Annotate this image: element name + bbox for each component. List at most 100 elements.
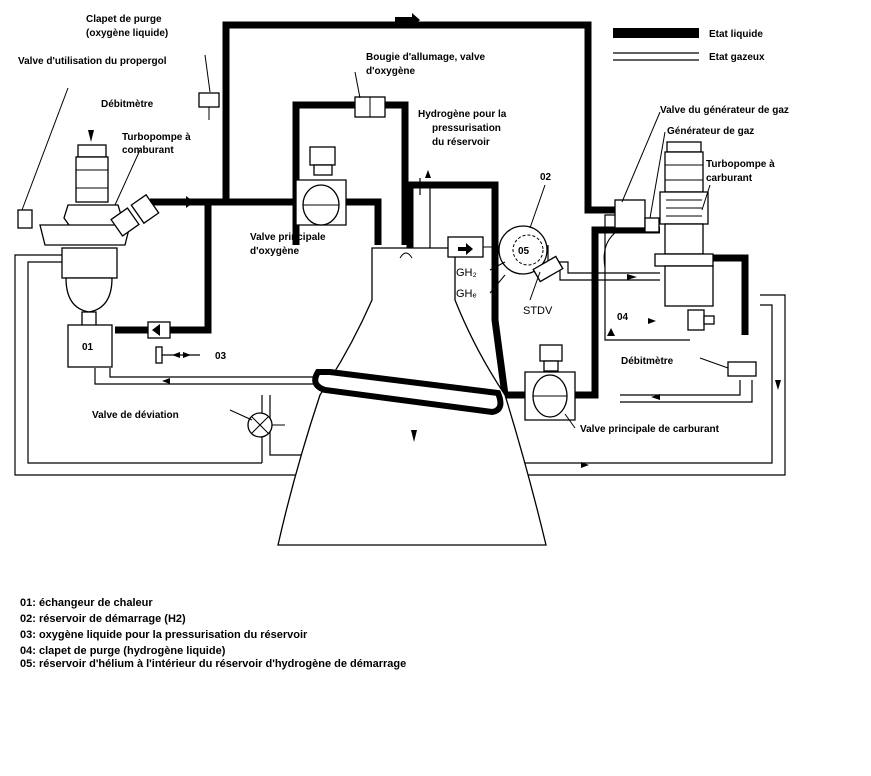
note-03: 03: oxygène liquide pour la pressurisati… <box>20 629 308 641</box>
gas-line-start-tank-2 <box>547 245 660 274</box>
note-05: 05: réservoir d'hélium à l'intérieur du … <box>20 658 407 670</box>
liquid-line-fuel-pump-right <box>710 254 749 335</box>
label-flowmeter-left: Débitmètre <box>101 99 154 110</box>
arrow-04 <box>648 318 656 324</box>
arrow-03-tip <box>183 352 191 358</box>
note-04: 04: clapet de purge (hydrogène liquide) <box>20 645 226 657</box>
liquid-line-top-loop <box>222 21 620 214</box>
liquid-line-fuel-coolant <box>406 181 525 399</box>
stdv-valve <box>532 255 564 283</box>
label-main-fuel-valve: Valve principale de carburant <box>580 424 720 435</box>
liquid-line-oxygen-main <box>150 198 382 245</box>
ox-turbopump-nozzle <box>130 193 160 225</box>
legend-liquid-swatch <box>613 28 699 38</box>
fuel-pump-inducer <box>664 265 714 307</box>
gas-line-inner-right <box>515 304 773 464</box>
label-hydrogen-1: Hydrogène pour la <box>418 109 507 120</box>
labels: Clapet de purge (oxygène liquide) Valve … <box>18 14 789 435</box>
ox-pump-body <box>75 156 109 203</box>
ox-pump-top-cap <box>77 144 107 158</box>
ox-pump-housing <box>39 224 131 246</box>
heat-exchanger-01 <box>67 324 113 368</box>
label-oxidizer-turbopump-2: comburant <box>122 145 174 156</box>
label-gas-generator-valve: Valve du générateur de gaz <box>660 105 789 116</box>
label-fuel-turbopump-1: Turbopompe à <box>706 159 775 170</box>
note-01: 01: échangeur de chaleur <box>20 597 153 609</box>
label-fuel-turbopump-2: carburant <box>706 173 753 184</box>
label-igniter-1: Bougie d'allumage, valve <box>366 52 486 63</box>
propellant-utilisation-valve <box>17 209 33 229</box>
combustion-chamber <box>277 247 547 546</box>
arrow-h2-up <box>425 170 431 178</box>
arrow-fuel-up <box>592 288 598 300</box>
fuel-flowmeter <box>727 361 757 377</box>
ox-pump-bowl <box>65 277 113 313</box>
label-hydrogen-2: pressurisation <box>432 123 501 134</box>
liquid-line-igniter-right <box>385 101 409 245</box>
gas-lines <box>14 178 786 476</box>
oxidizer-turbopump <box>17 144 160 327</box>
label-flowmeter-right: Débitmètre <box>621 356 674 367</box>
arrow-purge-up <box>607 328 615 336</box>
label-main-oxygen-valve-1: Valve principale <box>250 232 326 243</box>
label-04: 04 <box>617 312 629 323</box>
gas-line-return-2 <box>620 380 753 403</box>
ox-pump-outlet <box>81 311 97 327</box>
arrow-debitmetre <box>88 130 94 142</box>
fuel-pump-housing <box>654 253 714 267</box>
gas-line-exchanger-out <box>94 368 320 385</box>
fuel-pump-top-cap <box>666 141 702 153</box>
arrow-return-left <box>651 394 660 400</box>
label-propellant-utilisation-valve: Valve d'utilisation du propergol <box>18 56 167 67</box>
gas-line-return <box>620 380 741 396</box>
label-05: 05 <box>518 246 530 257</box>
arrow-bottom-gas <box>581 462 589 468</box>
label-01: 01 <box>82 342 94 353</box>
fuel-pump-stages <box>664 223 704 255</box>
label-02: 02 <box>540 172 552 183</box>
gas-line-exchanger-out-2 <box>109 368 320 378</box>
arrow-right-down <box>585 155 591 168</box>
oxygen-purge-valve <box>198 92 220 120</box>
label-main-oxygen-valve-2: d'oxygène <box>250 246 299 257</box>
liquid-line-fuel-main <box>575 226 660 399</box>
ox-flowmeter <box>110 207 140 237</box>
oxygen-pressurisation-port-03 <box>155 346 163 364</box>
gas-line-outer-right <box>520 294 786 476</box>
arrow-exchanger <box>152 324 160 336</box>
leader-lines <box>21 54 729 429</box>
arrow-top <box>395 13 420 27</box>
arrow-center-down <box>411 430 417 442</box>
label-deviation-valve: Valve de déviation <box>92 410 179 421</box>
label-gh2: GH₂ <box>456 267 477 279</box>
flow-arrows <box>88 13 781 468</box>
main-oxygen-valve <box>295 146 347 226</box>
main-fuel-valve <box>524 344 576 421</box>
fuel-turbopump <box>654 141 715 331</box>
label-gas-generator: Générateur de gaz <box>667 126 754 137</box>
arrow-fuel-down <box>742 305 748 318</box>
deviation-valve <box>247 412 285 438</box>
fuel-pump-body <box>664 151 704 193</box>
note-02: 02: réservoir de démarrage (H2) <box>20 613 186 625</box>
legend-gas-label: Etat gazeux <box>709 52 765 63</box>
legend-liquid-label: Etat liquide <box>709 29 763 40</box>
ox-pump-inducer <box>61 247 118 279</box>
gas-line-inner-left <box>27 261 262 464</box>
arrow-03 <box>172 352 180 358</box>
arrow-start-tank <box>458 243 473 255</box>
gas-generator-valve <box>614 199 646 229</box>
label-hydrogen-3: du réservoir <box>432 137 490 148</box>
label-oxygen-purge-valve-1: Clapet de purge <box>86 14 162 25</box>
gas-line-outer-left <box>14 254 520 476</box>
label-stdv: STDV <box>523 305 553 317</box>
nozzle-torus <box>312 369 504 416</box>
arrow-stdv <box>627 274 637 280</box>
helium-tank-05 <box>512 234 544 266</box>
arrow-igniter-up <box>293 128 299 140</box>
gas-generator <box>603 199 660 269</box>
label-ghe: GHₑ <box>456 288 477 300</box>
label-03: 03 <box>215 351 227 362</box>
fuel-purge-valve-04 <box>687 309 705 331</box>
